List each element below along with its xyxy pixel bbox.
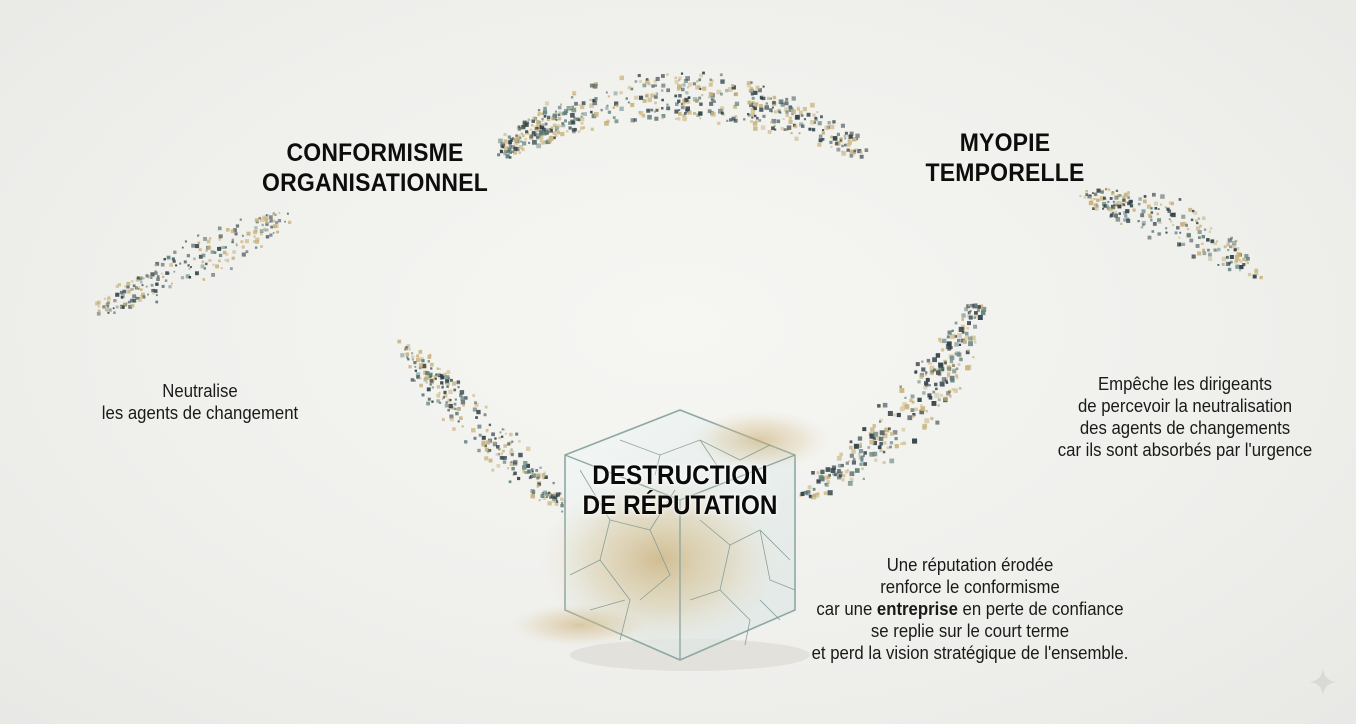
right-description: Empêche les dirigeants de percevoir la n… xyxy=(1022,373,1348,461)
particle-arrow-top xyxy=(497,71,869,159)
particle-arrow-right-top xyxy=(1079,187,1263,280)
left-description-line-2: les agents de changement xyxy=(101,403,299,423)
bottom-line-3-bold: entreprise xyxy=(876,599,958,619)
myopie-title-line-1: MYOPIE xyxy=(959,129,1051,157)
bottom-line-3-pre: car une xyxy=(816,599,877,619)
destruction-title-line-1: DESTRUCTION xyxy=(592,460,768,490)
particle-arrow-right-bottom xyxy=(799,303,987,500)
bottom-description-line-5: et perd la vision stratégique de l'ensem… xyxy=(811,643,1129,663)
bottom-line-3-post: en perte de confiance xyxy=(957,599,1124,619)
myopie-title: MYOPIE TEMPORELLE xyxy=(890,128,1120,188)
left-description: Neutralise les agents de changement xyxy=(70,380,330,424)
sparkle-icon xyxy=(1309,668,1337,696)
bottom-description-line-3: car une entreprise en perte de confiance xyxy=(775,598,1166,620)
right-description-line-1: Empêche les dirigeants xyxy=(1097,374,1272,394)
bottom-description-line-1: Une réputation érodée xyxy=(886,555,1054,575)
destruction-title-line-2: DE RÉPUTATION xyxy=(582,490,778,520)
right-description-line-4: car ils sont absorbés par l'urgence xyxy=(1057,440,1313,460)
particle-arrow-left-bottom xyxy=(397,339,567,513)
conformisme-title-line-1: CONFORMISME xyxy=(286,139,464,167)
right-description-line-2: de percevoir la neutralisation xyxy=(1077,396,1293,416)
bottom-description-line-2: renforce le conformisme xyxy=(880,577,1060,597)
conformisme-title-line-2: ORGANISATIONNEL xyxy=(262,169,488,197)
right-description-line-3: des agents de changements xyxy=(1079,418,1291,438)
shattered-glass-cube-icon xyxy=(510,409,830,671)
conformisme-title: CONFORMISME ORGANISATIONNEL xyxy=(251,138,499,198)
myopie-title-line-2: TEMPORELLE xyxy=(925,159,1085,187)
left-description-line-1: Neutralise xyxy=(162,381,238,401)
bottom-description: Une réputation érodée renforce le confor… xyxy=(775,554,1166,664)
particle-arrow-left-top xyxy=(95,211,292,316)
destruction-title: DESTRUCTION DE RÉPUTATION xyxy=(572,460,788,520)
bottom-description-line-4: se replie sur le court terme xyxy=(870,621,1070,641)
